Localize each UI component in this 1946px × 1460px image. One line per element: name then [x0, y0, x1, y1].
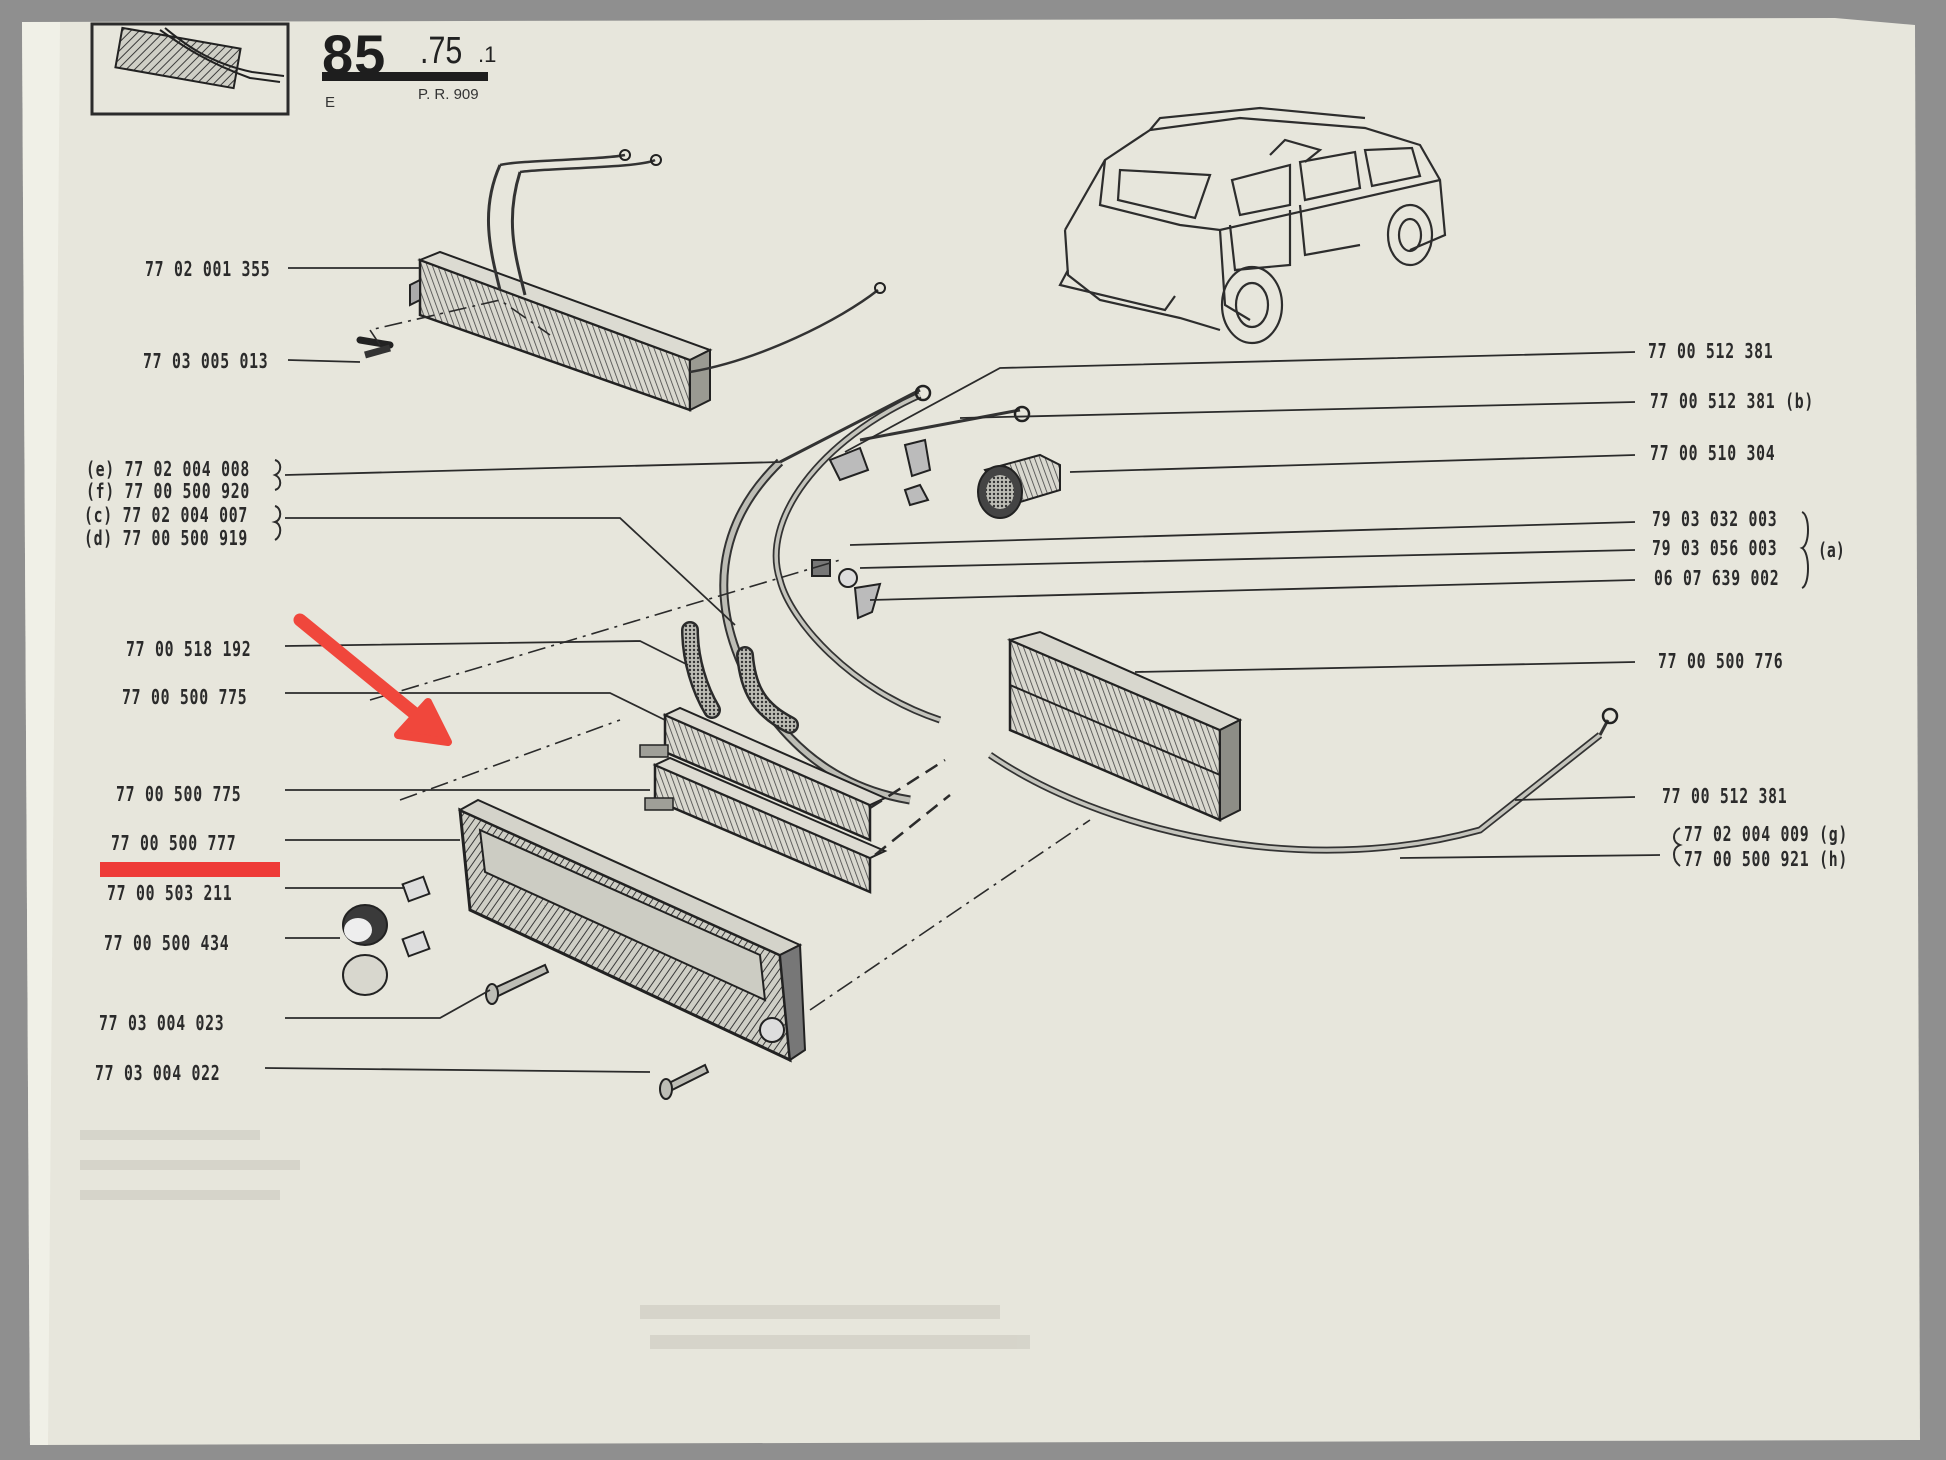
section-subnumber-2: .1: [478, 42, 497, 67]
label-braces: [271, 459, 1809, 867]
section-number: 85: [322, 23, 387, 86]
slider-bars: [639, 706, 888, 894]
car-illustration: [1058, 106, 1447, 345]
selector-knobs: [342, 875, 431, 996]
section-subnumber: .75: [420, 30, 463, 72]
part-label: 77 00 503 211: [107, 881, 233, 905]
edition-code: E: [325, 94, 336, 111]
part-label: 77 00 500 434: [104, 931, 230, 955]
part-label: 77 03 005 013: [143, 349, 269, 373]
part-label: 77 03 004 023: [99, 1011, 225, 1035]
part-label: 77 00 510 304: [1650, 441, 1776, 465]
part-label: 77 00 512 381 (b): [1650, 389, 1815, 413]
highlight-arrow: [293, 613, 452, 746]
part-label: (c) 77 02 004 007: [84, 503, 249, 527]
part-label: 77 00 500 776: [1658, 649, 1784, 673]
part-label: 77 00 500 775: [122, 685, 248, 709]
part-label: 77 03 004 022: [95, 1061, 221, 1085]
leader-lines-left: [264, 267, 781, 1073]
part-label: 77 00 512 381: [1648, 339, 1774, 363]
part-label: 77 02 004 009 (g): [1684, 822, 1849, 846]
screws: [364, 344, 710, 1100]
part-label-highlighted: 77 00 500 777: [111, 831, 237, 855]
knob-part: [977, 453, 1061, 519]
pr-reference: P. R. 909: [418, 86, 479, 103]
part-label: 77 00 500 775: [116, 782, 242, 806]
part-label: 77 00 500 921 (h): [1684, 847, 1849, 871]
leader-lines-right: [844, 351, 1661, 859]
part-label: 77 00 512 381: [1662, 784, 1788, 808]
paper-background: [22, 18, 1920, 1445]
part-label: 06 07 639 002: [1654, 566, 1780, 590]
part-label: 79 03 032 003: [1652, 507, 1778, 531]
part-label: (d) 77 00 500 919: [84, 526, 249, 550]
assembly-guides: [368, 299, 1091, 1011]
part-label: (e) 77 02 004 008: [86, 457, 251, 481]
highlight-underline: [100, 862, 280, 877]
part-label: (f) 77 00 500 920: [86, 479, 251, 503]
bleed-through-text: [80, 1130, 1030, 1349]
part-label: 77 00 518 192: [126, 637, 252, 661]
part-label: 79 03 056 003: [1652, 536, 1778, 560]
small-hardware: [811, 438, 932, 620]
upper-control-unit: [356, 149, 886, 412]
header-thumbnail: [90, 22, 290, 116]
header-underline-bar: [322, 72, 488, 81]
right-slider-panel: [1006, 630, 1243, 822]
group-tag-a: (a): [1818, 538, 1845, 562]
part-label: 77 02 001 355: [145, 257, 271, 281]
front-bezel: [457, 798, 807, 1063]
